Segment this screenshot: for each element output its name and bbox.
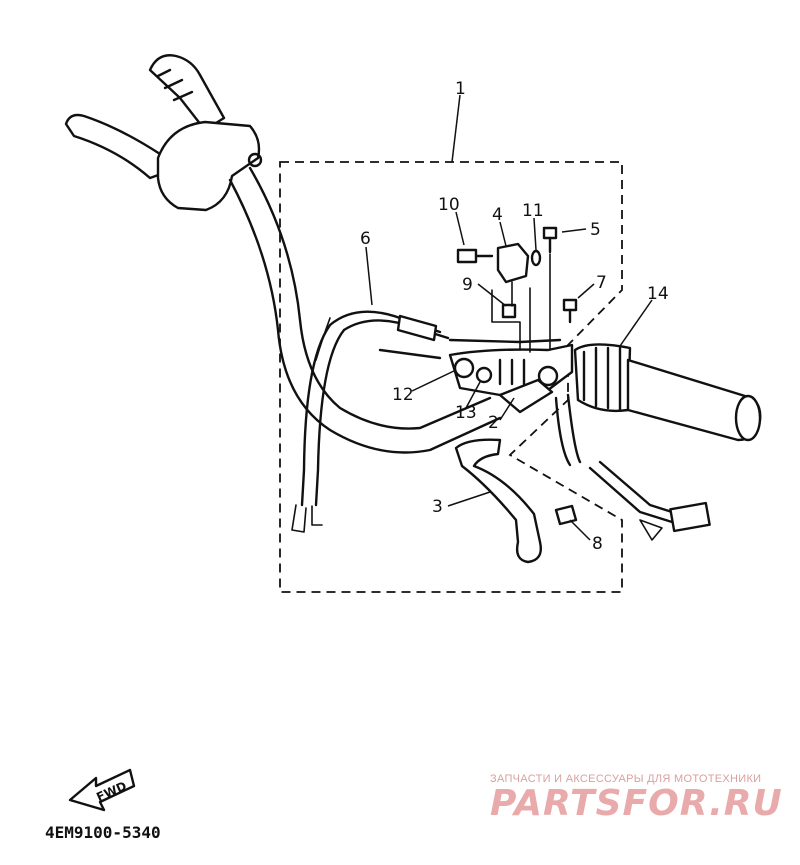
part-8-nut — [554, 504, 578, 526]
part-10-bolt — [456, 248, 494, 264]
part-label-11: 11 — [522, 201, 544, 221]
part-label-6: 6 — [360, 229, 371, 249]
throttle-cable — [554, 393, 711, 541]
part-number-labels: 1 2 3 4 5 6 7 8 9 10 11 12 13 14 — [360, 79, 669, 554]
part-label-5: 5 — [590, 220, 601, 240]
assembly-boundary — [279, 161, 623, 593]
part-11-washer — [530, 249, 542, 267]
part-5-screw — [542, 226, 558, 254]
leader-lines — [365, 94, 653, 541]
part-label-7: 7 — [596, 273, 607, 293]
watermark-tagline: ЗАПЧАСТИ И АКСЕССУАРЫ ДЛЯ МОТОТЕХНИКИ — [490, 773, 761, 785]
part-6-clutch-cable — [291, 310, 450, 533]
right-handlebar-assembly — [448, 338, 762, 442]
part-9-bolt — [501, 303, 517, 319]
part-label-3: 3 — [432, 497, 443, 517]
left-handlebar-assembly — [64, 54, 502, 454]
part-3-clutch-lever — [454, 438, 542, 564]
part-7-screw — [562, 298, 578, 324]
part-label-8: 8 — [592, 534, 603, 554]
figure-code: 4EM9100-5340 — [45, 823, 161, 842]
part-label-10: 10 — [438, 195, 460, 215]
watermark: ЗАПЧАСТИ И АКСЕССУАРЫ ДЛЯ МОТОТЕХНИКИ PA… — [490, 773, 783, 824]
part-label-12: 12 — [392, 385, 414, 405]
part-label-1: 1 — [455, 79, 466, 99]
part-label-14: 14 — [647, 284, 669, 304]
part-4-holder — [496, 242, 530, 284]
part-label-9: 9 — [462, 275, 473, 295]
part-label-2: 2 — [488, 413, 499, 433]
watermark-logo: PARTSFOR.RU — [490, 783, 783, 824]
fwd-direction-badge: FWD — [68, 768, 136, 812]
assembly-guide-lines — [491, 253, 551, 353]
part-label-13: 13 — [455, 403, 477, 423]
part-12-adjuster — [378, 348, 442, 360]
part-label-4: 4 — [492, 205, 503, 225]
